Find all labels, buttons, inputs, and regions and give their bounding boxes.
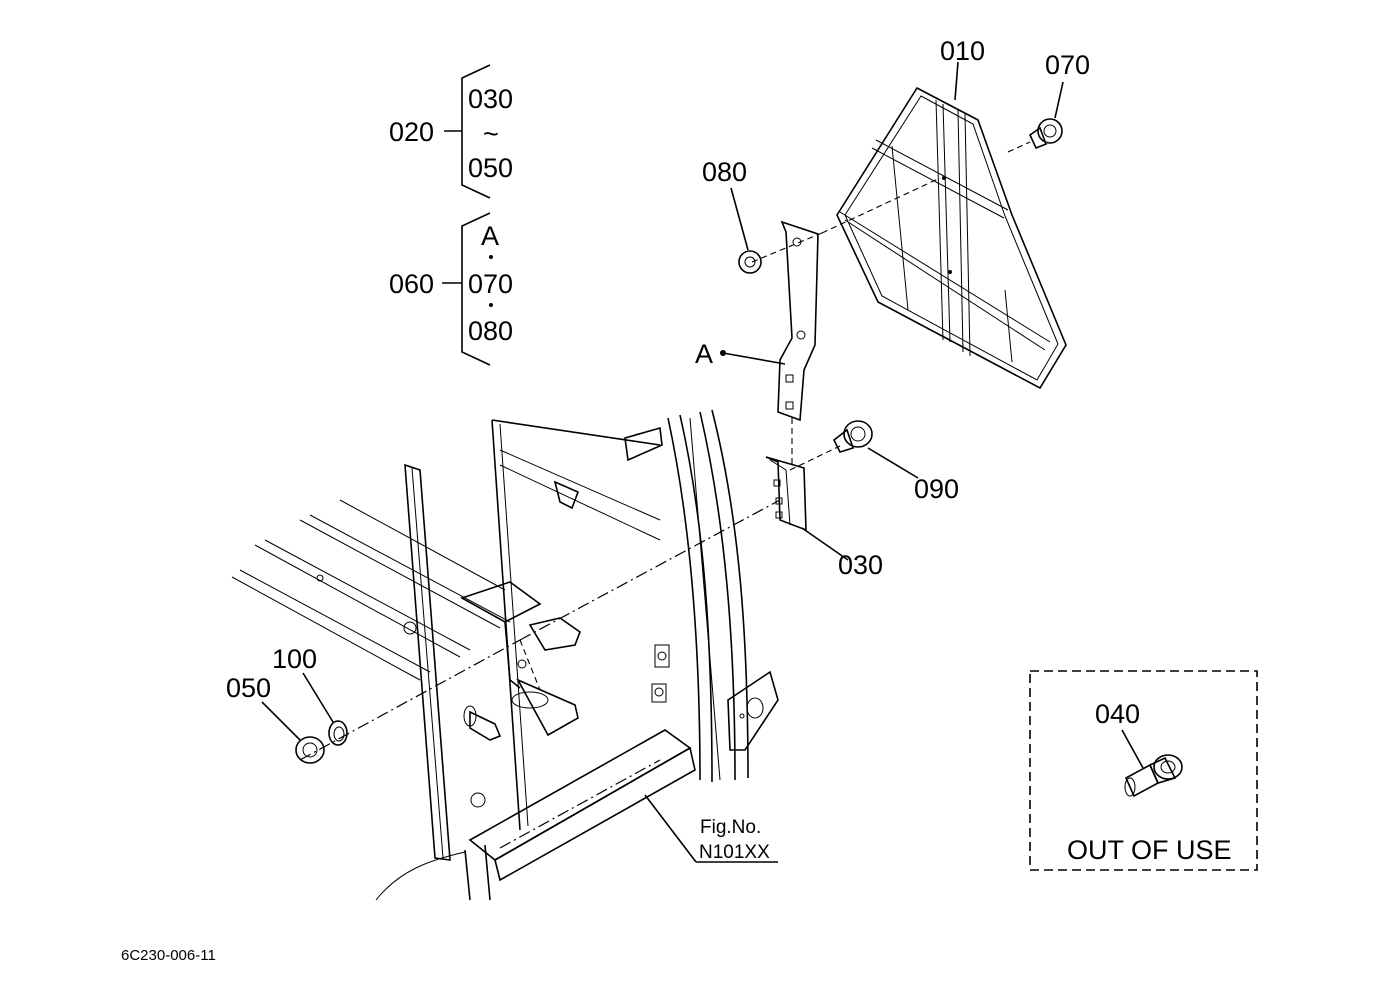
drawing-code: 6C230-006-11 — [121, 947, 216, 964]
label-080-legend: 080 — [468, 316, 513, 346]
bolt-040 — [1124, 754, 1183, 798]
guard-010 — [836, 86, 1067, 390]
label-ref-a-legend: A — [481, 221, 499, 251]
label-040: 040 — [1095, 699, 1140, 729]
bolt-070 — [1007, 118, 1063, 153]
label-100: 100 — [272, 644, 317, 674]
label-tilde: ~ — [483, 119, 499, 149]
label-030-legend: 030 — [468, 84, 513, 114]
label-ref-a: A — [695, 339, 713, 369]
label-030: 030 — [838, 550, 883, 580]
label-020: 020 — [389, 117, 434, 147]
bracket-030 — [765, 418, 807, 532]
label-060: 060 — [389, 269, 434, 299]
bracket-a — [751, 177, 941, 422]
bolt-090 — [789, 420, 873, 471]
label-out-of-use: OUT OF USE — [1067, 835, 1232, 865]
label-fig-ref: N101XX — [699, 842, 770, 863]
label-070: 070 — [1045, 50, 1090, 80]
nut-050 — [295, 736, 325, 764]
washer-100 — [328, 720, 348, 746]
group-060-legend: 060 A 070 080 — [389, 212, 513, 366]
label-050: 050 — [226, 673, 271, 703]
label-010: 010 — [940, 36, 985, 66]
out-of-use-box: 040 OUT OF USE — [1029, 670, 1258, 871]
group-020-legend: 020 030 ~ 050 — [389, 64, 513, 199]
label-080: 080 — [702, 157, 747, 187]
label-070-legend: 070 — [468, 269, 513, 299]
label-050-legend: 050 — [468, 153, 513, 183]
label-090: 090 — [914, 474, 959, 504]
cab-frame — [231, 409, 781, 901]
nut-080 — [738, 250, 762, 274]
figure-reference: Fig.No. N101XX — [644, 794, 778, 863]
label-fig-no: Fig.No. — [700, 817, 761, 838]
